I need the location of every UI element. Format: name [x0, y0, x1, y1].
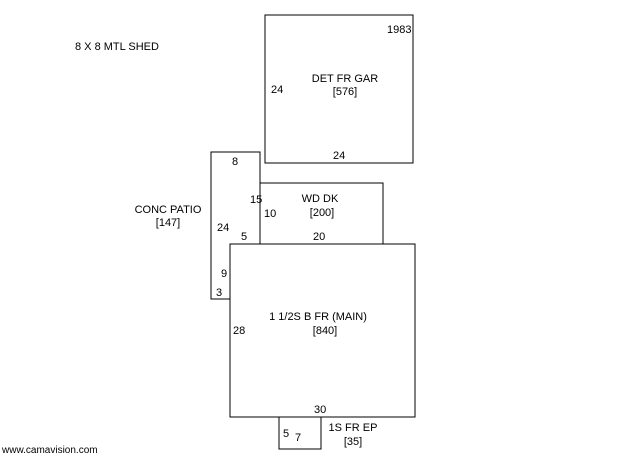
watermark: www.camavision.com	[1, 445, 98, 456]
porch-dim-bottom: 7	[295, 432, 301, 444]
garage-outline	[264, 14, 414, 164]
main-dim-bottom: 30	[314, 404, 326, 416]
patio-dim-left: 24	[217, 222, 229, 234]
garage-dim-bottom: 24	[333, 150, 345, 162]
deck-outline	[259, 182, 384, 245]
garage-dim-left: 24	[271, 84, 283, 96]
main-dim-left: 28	[233, 325, 245, 337]
main-house-outline	[229, 243, 416, 418]
porch-outline	[278, 416, 322, 450]
patio-name: CONC PATIO	[135, 204, 202, 216]
patio-dim-top: 8	[232, 156, 238, 168]
porch-area: [35]	[344, 436, 362, 448]
garage-area: [576]	[333, 86, 357, 98]
patio-dim-right: 5	[241, 231, 247, 243]
deck-dim-bottom: 20	[313, 231, 325, 243]
deck-name: WD DK	[302, 193, 339, 205]
deck-area: [200]	[310, 207, 334, 219]
porch-name: 1S FR EP	[329, 422, 378, 434]
deck-dim-left: 10	[264, 208, 276, 220]
deck-dim-left-top: 15	[250, 194, 262, 206]
patio-dim-bottom: 3	[216, 287, 222, 299]
garage-year: 1983	[387, 24, 411, 36]
shed-note: 8 X 8 MTL SHED	[75, 41, 159, 53]
main-area: [840]	[313, 325, 337, 337]
main-name: 1 1/2S B FR (MAIN)	[269, 311, 367, 323]
porch-dim-left: 5	[283, 428, 289, 440]
garage-name: DET FR GAR	[312, 73, 378, 85]
patio-area: [147]	[156, 217, 180, 229]
patio-dim-lower: 9	[221, 268, 227, 280]
